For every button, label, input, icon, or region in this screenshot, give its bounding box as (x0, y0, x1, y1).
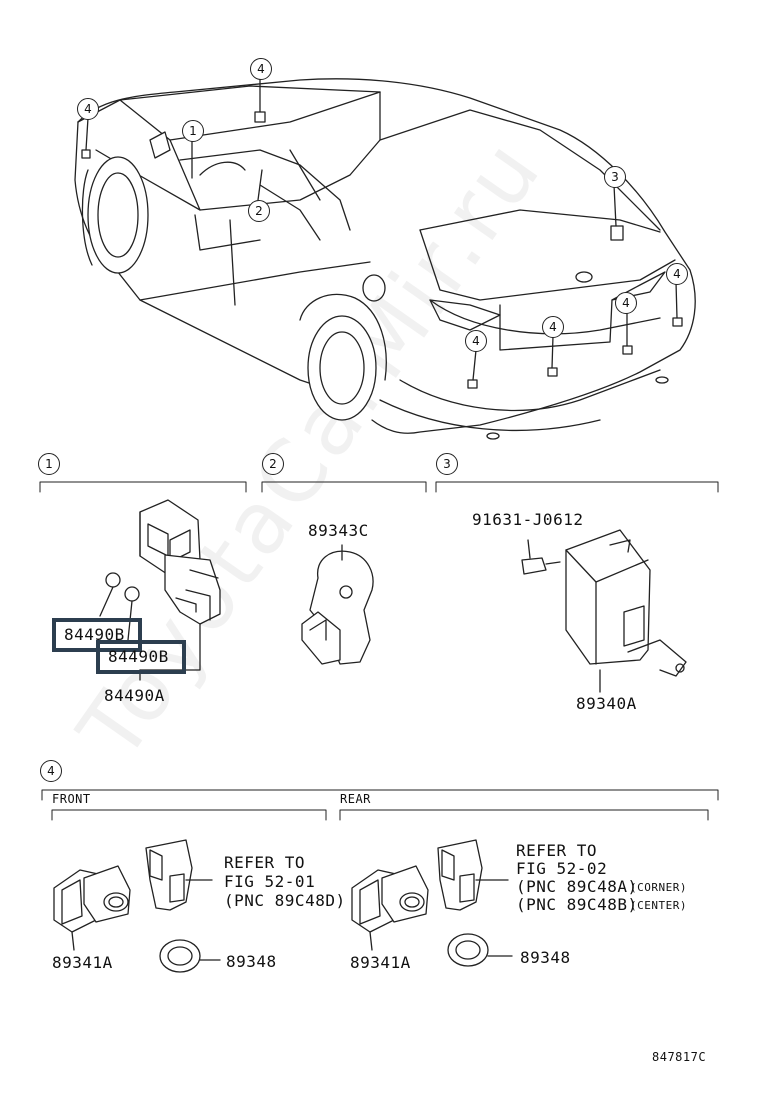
front-refer-line-2[interactable]: FIG 52-01 (224, 872, 316, 891)
front-refer-line-1: REFER TO (224, 853, 306, 872)
part-number-91631-J0612[interactable]: 91631-J0612 (472, 510, 584, 529)
section-4-rear-label: REAR (340, 792, 371, 806)
part-number-rear-89341A[interactable]: 89341A (350, 953, 411, 972)
rear-refer-center-note: (CENTER) (630, 899, 687, 912)
highlight-box-84490B-lower (96, 640, 186, 674)
part-number-front-89341A[interactable]: 89341A (52, 953, 113, 972)
callout-4-rear-corner-right: 4 (666, 263, 688, 285)
figure-code: 847817C (652, 1050, 707, 1064)
part-89340A-module (521, 529, 687, 693)
car-drawing (74, 77, 696, 440)
callout-4-rear-center-right: 4 (615, 292, 637, 314)
part-89343C-sensor (301, 544, 374, 665)
callout-4-rear-corner-left: 4 (465, 330, 487, 352)
section-brackets (39, 481, 719, 821)
part-84490A-switch (99, 499, 221, 681)
rear-refer-corner-note: (CORNER) (630, 881, 687, 894)
callout-4-roof: 4 (250, 58, 272, 80)
callout-1: 1 (182, 120, 204, 142)
callout-4-rear-center-left: 4 (542, 316, 564, 338)
section-2-number: 2 (262, 453, 284, 475)
rear-refer-line-2[interactable]: FIG 52-02 (516, 859, 608, 878)
rear-refer-line-4: (PNC 89C48B) (516, 895, 638, 914)
callout-3: 3 (604, 166, 626, 188)
section-1-number: 1 (38, 453, 60, 475)
rear-refer-line-3: (PNC 89C48A) (516, 877, 638, 896)
part-number-84490B-lower[interactable]: 84490B (108, 647, 169, 666)
part-number-front-89348[interactable]: 89348 (226, 952, 277, 971)
callout-4-front: 4 (77, 98, 99, 120)
section-3-number: 3 (436, 453, 458, 475)
section-4-front-label: FRONT (52, 792, 91, 806)
part-number-89343C[interactable]: 89343C (308, 521, 369, 540)
part-front-parking-sensor (53, 839, 221, 973)
part-number-84490A[interactable]: 84490A (104, 686, 165, 705)
part-number-84490B-upper[interactable]: 84490B (64, 625, 125, 644)
part-number-rear-89348[interactable]: 89348 (520, 948, 571, 967)
section-4-number: 4 (40, 760, 62, 782)
part-rear-parking-sensor (351, 839, 513, 967)
rear-refer-line-1: REFER TO (516, 841, 598, 860)
part-number-89340A[interactable]: 89340A (576, 694, 637, 713)
front-refer-line-3: (PNC 89C48D) (224, 891, 346, 910)
callout-2: 2 (248, 200, 270, 222)
